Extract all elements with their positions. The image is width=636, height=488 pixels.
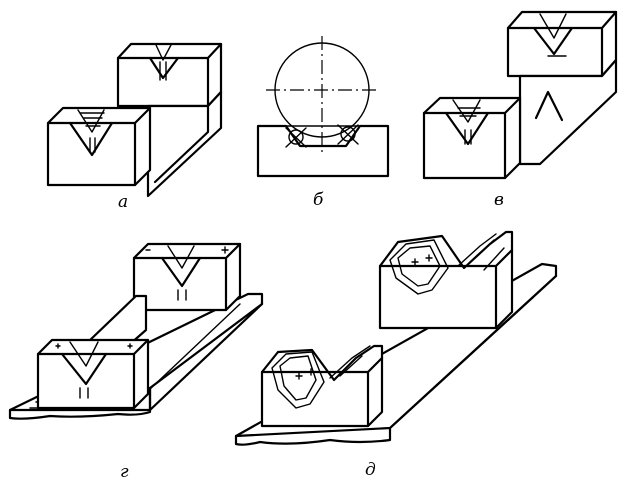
- label-d: д: [365, 460, 376, 480]
- label-g: г: [120, 462, 129, 482]
- a-rear-v-block: [116, 42, 223, 108]
- diagram-b: [256, 36, 390, 178]
- diagram-g: [8, 242, 264, 420]
- b-roller-left: [285, 127, 307, 148]
- label-b: б: [313, 190, 324, 210]
- b-v-block-body: [257, 125, 389, 177]
- v-base: [518, 58, 618, 166]
- d-plate-edges: [234, 274, 558, 438]
- label-v: в: [494, 190, 504, 210]
- b-v-block: [256, 124, 390, 178]
- label-a: а: [118, 192, 129, 212]
- d-front-v-block: [260, 344, 384, 428]
- b-centerlines: [266, 36, 380, 152]
- diagram-d: [234, 230, 558, 446]
- diagram-a: [46, 42, 223, 198]
- a-front-v-block: [46, 106, 152, 187]
- g-rear-v-block: [132, 242, 242, 312]
- diagram-v: [422, 10, 618, 180]
- g-plate-edges: [8, 302, 264, 412]
- d-rear-v-block: [378, 230, 514, 330]
- v-rear-v-block: [506, 10, 618, 78]
- g-front-v-block: [36, 338, 150, 410]
- a-base: [146, 90, 223, 198]
- v-front-v-block: [422, 96, 522, 180]
- b-roller-right: [337, 124, 359, 145]
